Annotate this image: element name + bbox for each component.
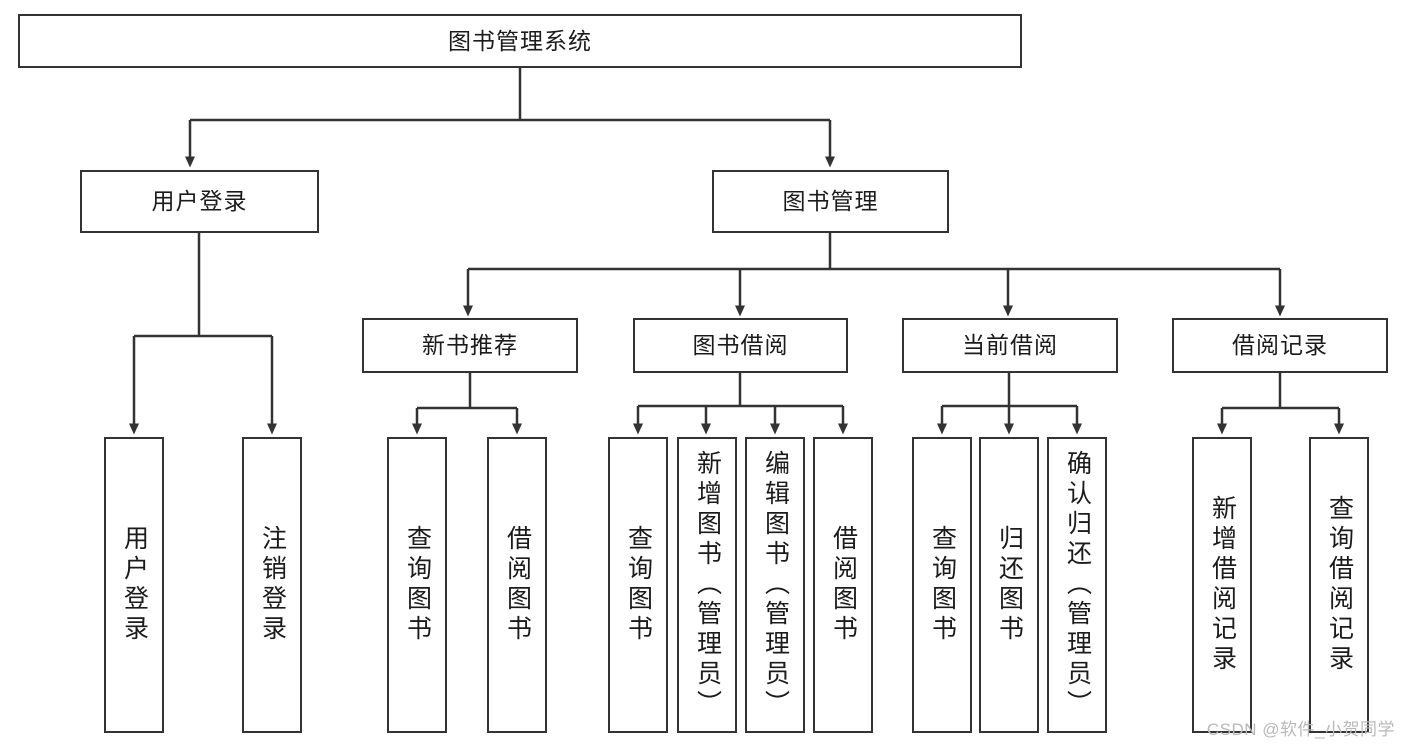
- leaf-query-book-current[interactable]: 查询图书: [912, 437, 972, 733]
- leaf-borrow-book-recommend[interactable]: 借阅图书: [487, 437, 547, 733]
- leaf-add-book-admin[interactable]: 新增图书（管理员）: [677, 437, 737, 733]
- node-label: 借阅图书: [829, 525, 858, 645]
- node-label: 查询图书: [928, 525, 957, 645]
- leaf-logout[interactable]: 注销登录: [242, 437, 302, 733]
- leaf-return-book[interactable]: 归还图书: [979, 437, 1039, 733]
- node-label: 用户登录: [151, 188, 248, 215]
- node-label: 编辑图书（管理员）: [761, 450, 790, 720]
- node-user-login[interactable]: 用户登录: [80, 170, 319, 233]
- csdn-watermark: CSDN @软件_小贺同学: [1206, 720, 1395, 739]
- leaf-user-login[interactable]: 用户登录: [104, 437, 164, 733]
- node-label: 用户登录: [120, 525, 149, 645]
- node-label: 新增图书（管理员）: [693, 450, 722, 720]
- node-label: 查询图书: [403, 525, 432, 645]
- leaf-query-book-recommend[interactable]: 查询图书: [387, 437, 447, 733]
- leaf-query-book-borrow[interactable]: 查询图书: [608, 437, 668, 733]
- node-label: 新书推荐: [422, 332, 518, 359]
- leaf-borrow-book[interactable]: 借阅图书: [813, 437, 873, 733]
- leaf-query-borrow-record[interactable]: 查询借阅记录: [1309, 437, 1369, 733]
- node-label: 归还图书: [995, 525, 1024, 645]
- node-label: 注销登录: [258, 525, 287, 645]
- node-label: 查询图书: [624, 525, 653, 645]
- node-label: 当前借阅: [962, 332, 1058, 359]
- node-root-book-management-system[interactable]: 图书管理系统: [18, 14, 1022, 68]
- leaf-edit-book-admin[interactable]: 编辑图书（管理员）: [745, 437, 805, 733]
- node-current-borrow[interactable]: 当前借阅: [902, 318, 1118, 373]
- node-label: 图书借阅: [692, 332, 789, 359]
- node-new-book-recommend[interactable]: 新书推荐: [362, 318, 578, 373]
- leaf-confirm-return-admin[interactable]: 确认归还（管理员）: [1047, 437, 1107, 733]
- node-book-management[interactable]: 图书管理: [712, 170, 949, 233]
- node-label: 图书管理: [782, 188, 879, 215]
- node-label: 查询借阅记录: [1325, 495, 1354, 675]
- leaf-add-borrow-record[interactable]: 新增借阅记录: [1192, 437, 1252, 733]
- node-borrow-record[interactable]: 借阅记录: [1172, 318, 1388, 373]
- node-label: 确认归还（管理员）: [1063, 450, 1092, 720]
- node-label: 借阅记录: [1232, 332, 1328, 359]
- node-label: 新增借阅记录: [1208, 495, 1237, 675]
- node-label: 借阅图书: [503, 525, 532, 645]
- node-label: 图书管理系统: [448, 27, 592, 54]
- node-book-borrow[interactable]: 图书借阅: [633, 318, 848, 373]
